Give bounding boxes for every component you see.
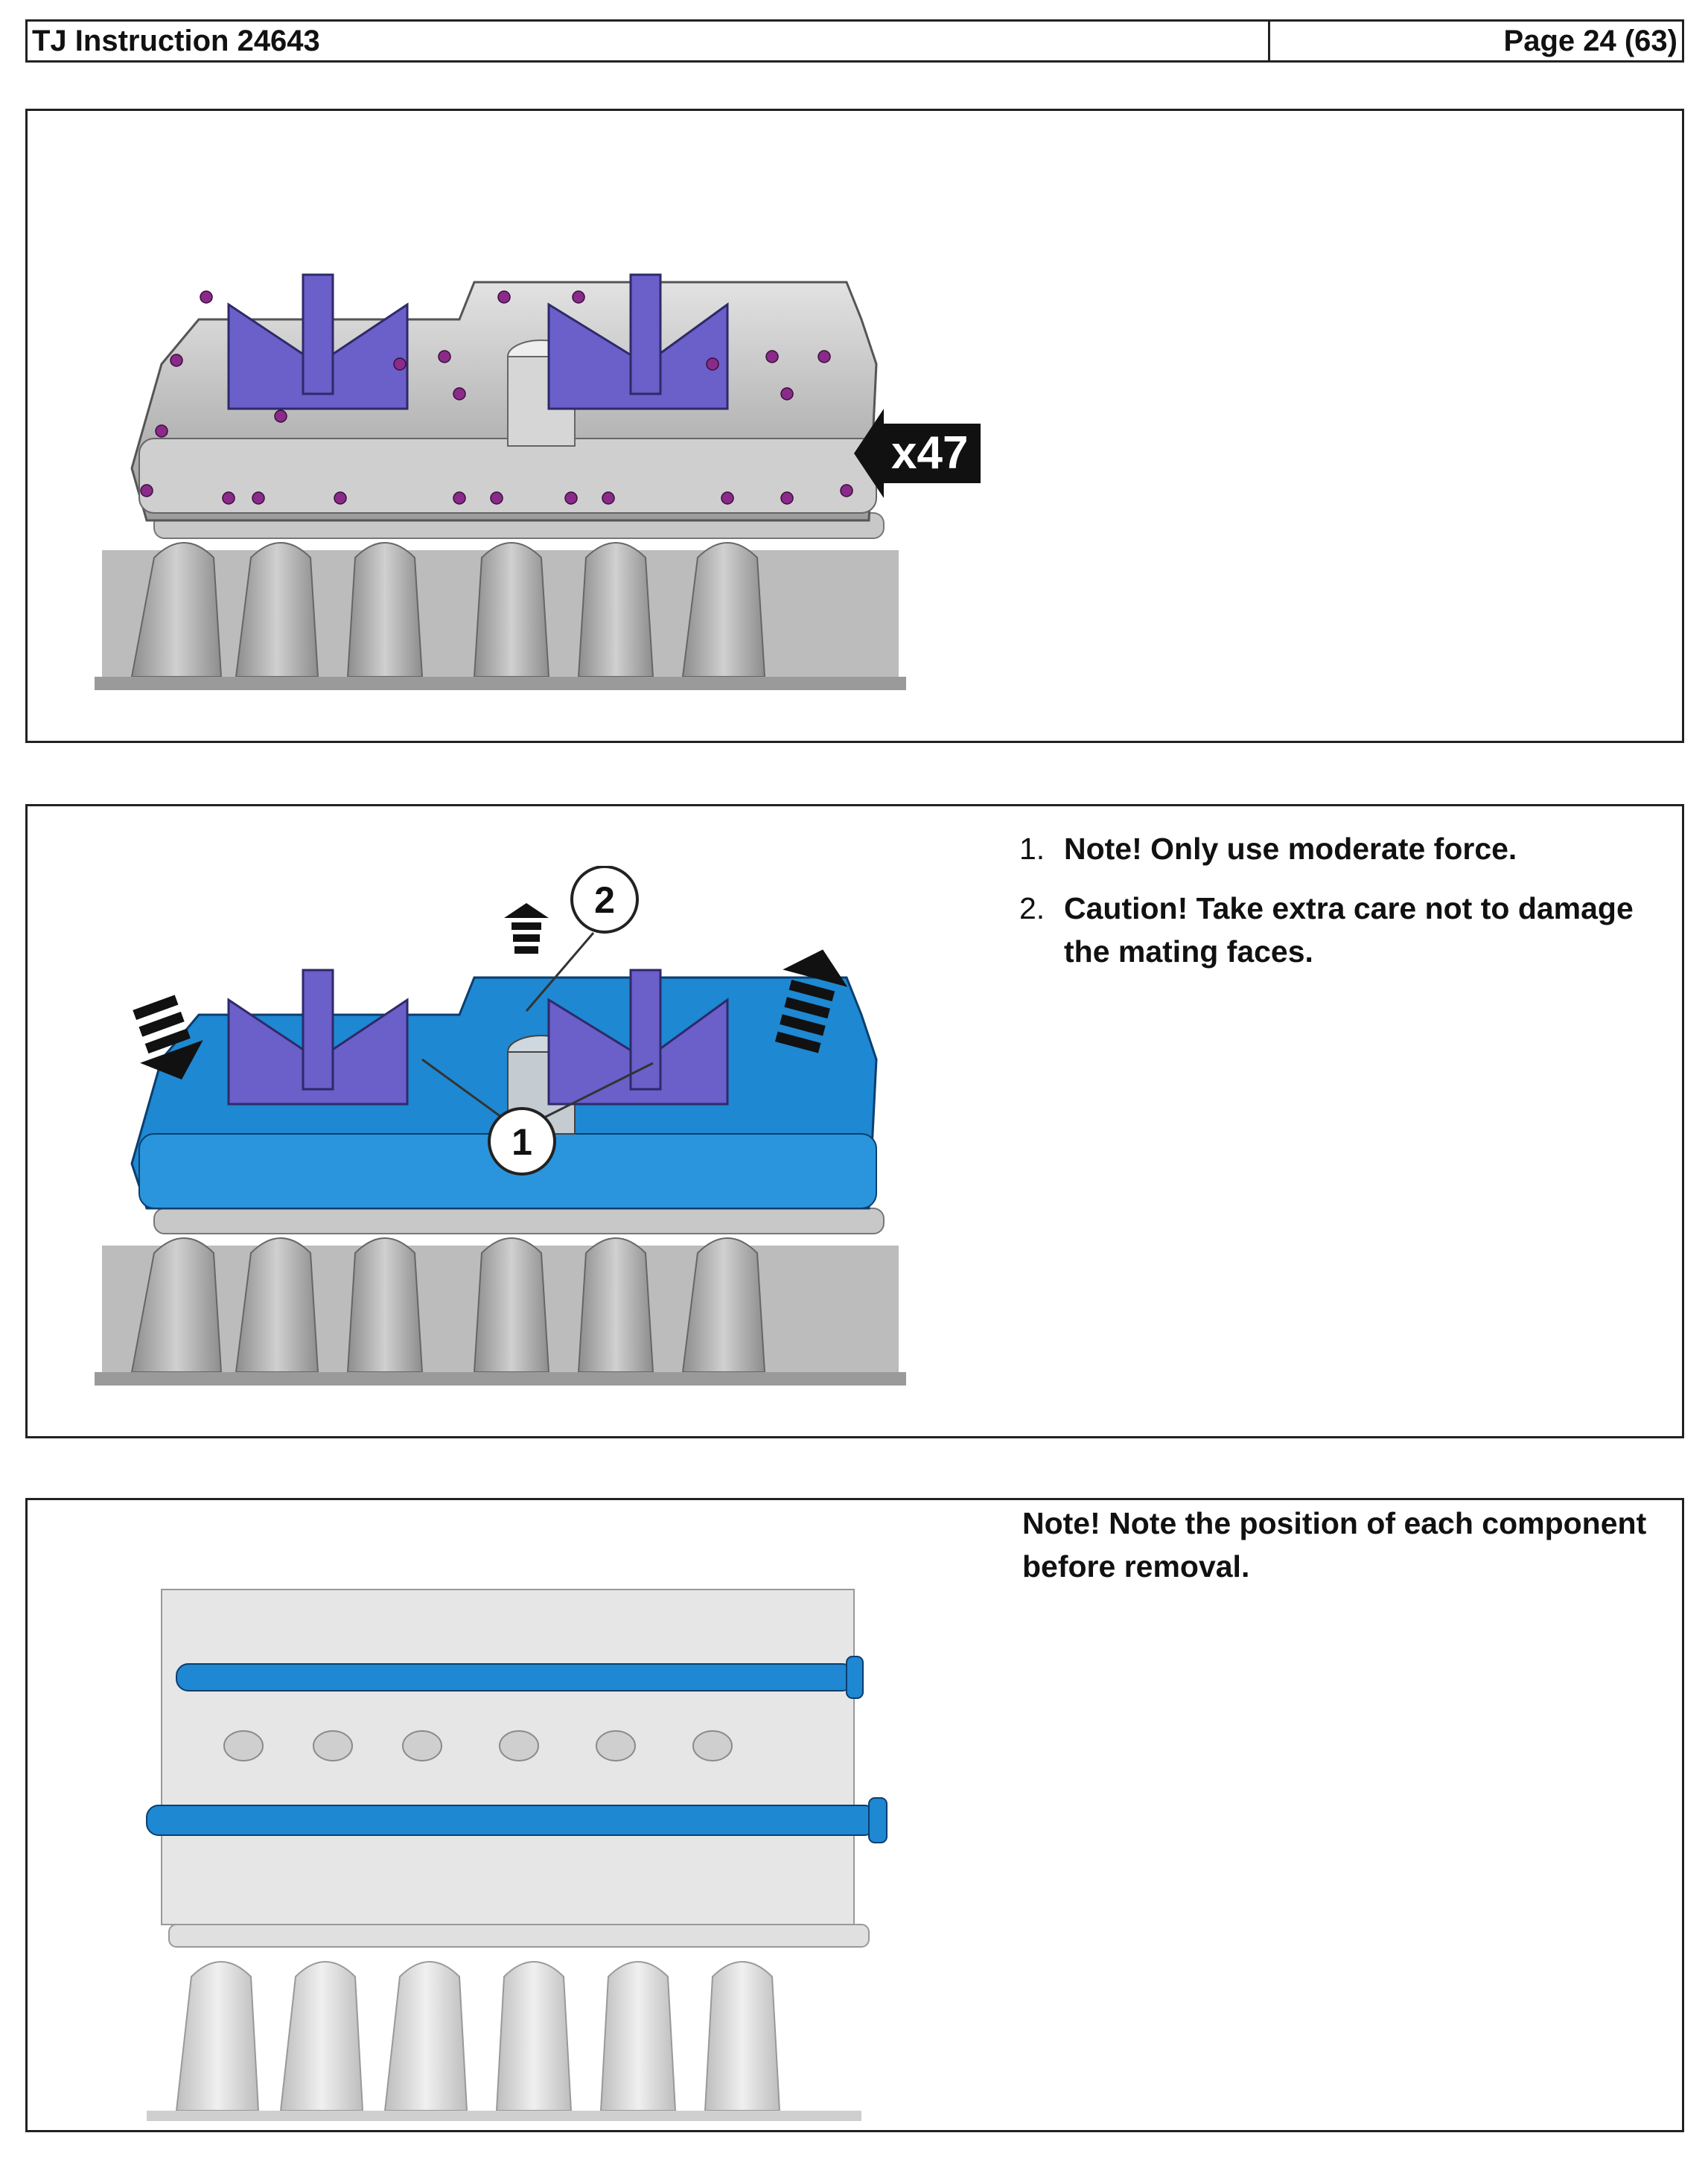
step-text: Note! Only use moderate force.	[1064, 832, 1517, 866]
step-number: 2.	[1019, 891, 1045, 925]
callout-1: 1	[488, 1107, 556, 1176]
page-number: Page 24 (63)	[1503, 25, 1677, 57]
document-title: TJ Instruction 24643	[28, 22, 1270, 60]
camshafts-illustration	[146, 1589, 888, 2121]
callout-2-label: 2	[594, 879, 615, 921]
step-item: 2. Caution! Take extra care not to damag…	[1018, 887, 1673, 973]
bolt-markers	[140, 290, 853, 505]
step-item: 1. Note! Only use moderate force.	[1018, 827, 1673, 870]
intake-manifold	[95, 512, 906, 690]
step-panel-1: x47	[25, 109, 1684, 743]
direction-arrows	[133, 903, 848, 1080]
step-text: Caution! Take extra care not to damage t…	[1064, 891, 1634, 969]
lift-arrow-right	[774, 949, 848, 1053]
camshaft-holding-tools	[227, 273, 729, 410]
bolt-count-callout: x47	[854, 409, 981, 498]
component-position-note: Note! Note the position of each componen…	[1022, 1506, 1647, 1584]
lift-arrow-top	[504, 903, 549, 954]
intake-manifold	[147, 1924, 870, 2121]
step-number: 1.	[1019, 832, 1045, 866]
step-panel-2: 1 2 1. Note! Only use moderate force. 2.…	[25, 804, 1684, 1438]
step-panel-3: Note! Note the position of each componen…	[25, 1498, 1684, 2132]
intake-manifold	[95, 1208, 906, 1386]
camshafts-highlight	[146, 1656, 888, 1843]
callout-2: 2	[570, 866, 639, 934]
engine-bolts-illustration: x47	[95, 273, 981, 690]
step-instructions: 1. Note! Only use moderate force. 2. Cau…	[1018, 827, 1673, 989]
bolt-count-label: x47	[891, 427, 968, 479]
push-down-arrow-left	[133, 995, 203, 1080]
valve-cover-removal-illustration: 1 2	[95, 866, 906, 1386]
camshaft-holding-tools	[227, 969, 729, 1106]
cylinder-head-top-view	[161, 1589, 855, 1925]
page-header: TJ Instruction 24643 Page 24 (63)	[25, 19, 1684, 63]
callout-leaders	[421, 932, 654, 1120]
callout-1-label: 1	[512, 1121, 532, 1163]
